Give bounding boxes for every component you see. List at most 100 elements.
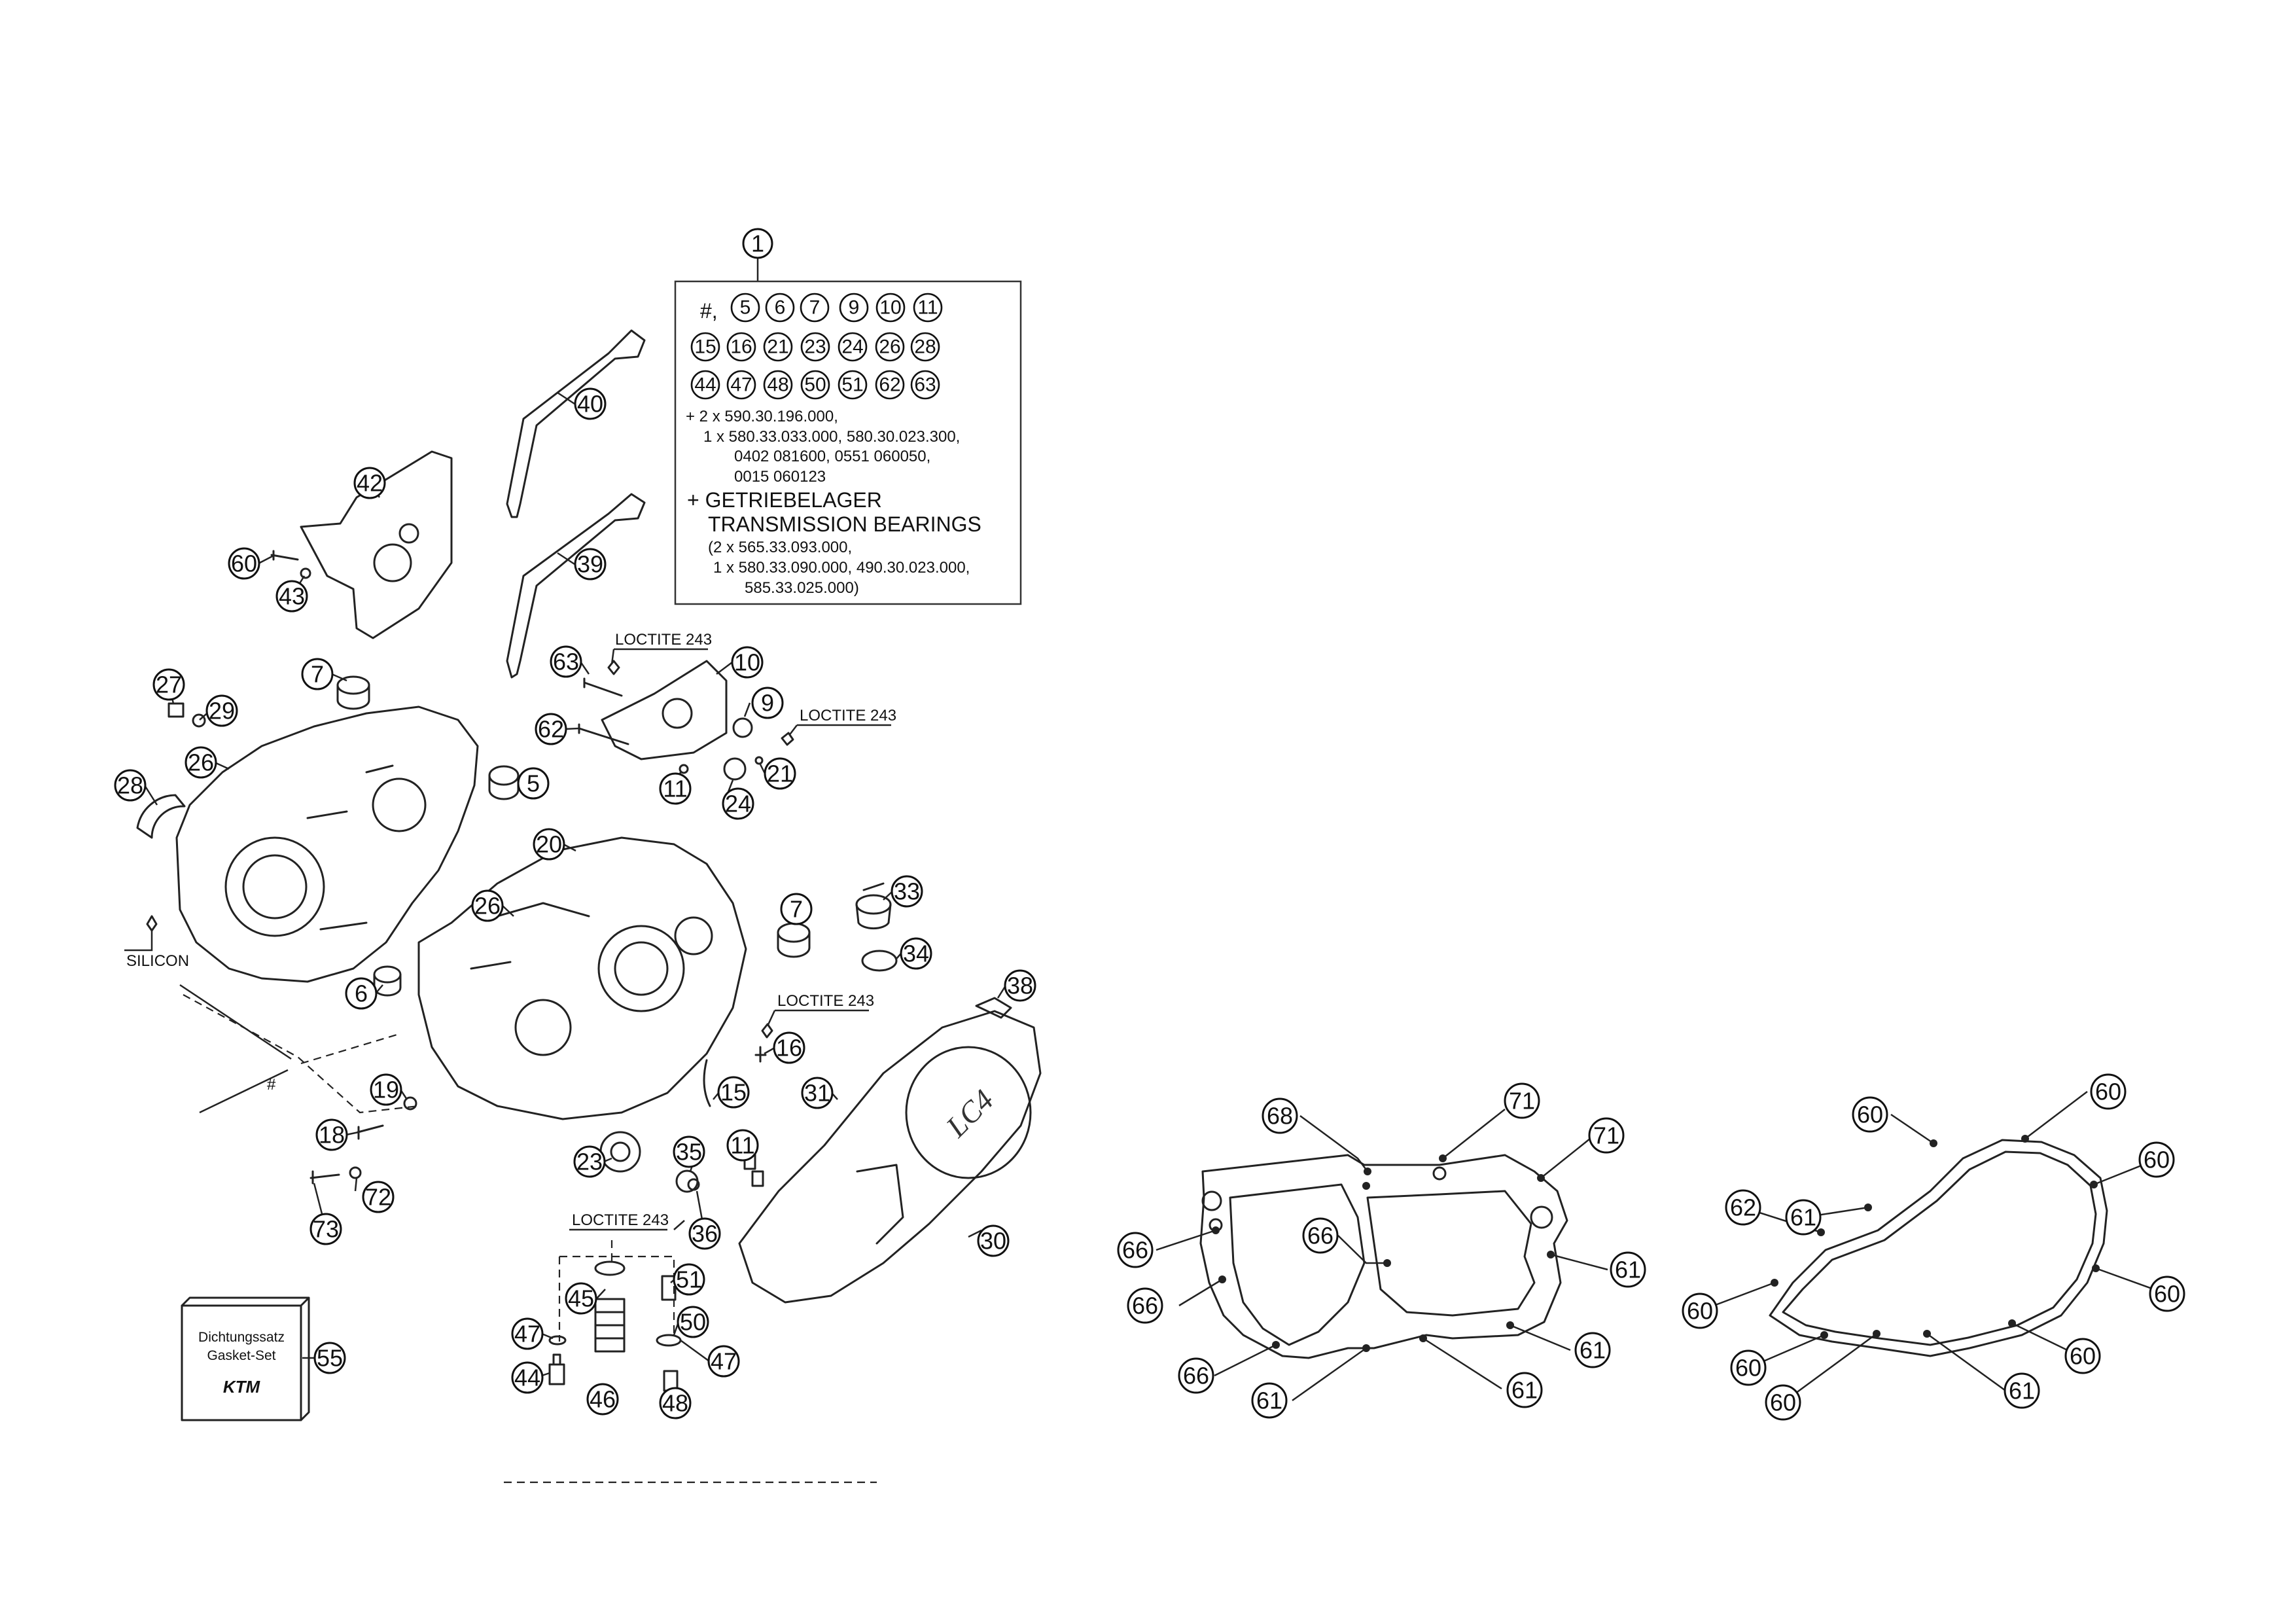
svg-text:60: 60 <box>1770 1389 1796 1416</box>
callout: 43 <box>275 580 308 613</box>
callout: 60 <box>2064 1338 2101 1374</box>
kit-item: 16 <box>730 336 752 358</box>
svg-text:62: 62 <box>1730 1194 1756 1221</box>
svg-text:24: 24 <box>725 791 751 817</box>
kit-item: 10 <box>879 297 901 319</box>
callout: 51 <box>673 1263 705 1296</box>
kit-item: 9 <box>849 297 860 319</box>
callout: 40 <box>574 387 607 420</box>
kit-note-line: + 2 x 590.30.196.000, <box>686 408 838 425</box>
svg-text:60: 60 <box>231 550 257 577</box>
svg-text:34: 34 <box>903 940 929 967</box>
callout: 45 <box>565 1282 597 1315</box>
callout: 61 <box>1574 1332 1611 1368</box>
kit-note-line: (2 x 565.33.093.000, <box>708 539 852 556</box>
kit-item: 11 <box>917 297 938 319</box>
svg-text:51: 51 <box>676 1266 702 1293</box>
callout: 10 <box>731 646 764 679</box>
kit-item: 7 <box>809 297 821 319</box>
svg-text:11: 11 <box>663 776 687 802</box>
svg-text:36: 36 <box>692 1221 718 1247</box>
svg-text:61: 61 <box>1256 1387 1282 1414</box>
callout: 33 <box>891 875 923 908</box>
svg-text:30: 30 <box>980 1228 1006 1255</box>
callout: 63 <box>550 645 582 678</box>
callout: 71 <box>1504 1082 1540 1119</box>
callout: 9 <box>751 687 784 719</box>
svg-text:LC4: LC4 <box>939 1083 1000 1144</box>
callout: 60 <box>1730 1349 1767 1386</box>
callout: 11 <box>726 1129 759 1162</box>
callout: 11 <box>659 772 692 805</box>
loctite-label: LOCTITE 243 <box>777 992 874 1010</box>
kit-note-line: 0402 081600, 0551 060050, <box>734 448 930 465</box>
callout: 66 <box>1178 1357 1214 1394</box>
svg-text:61: 61 <box>1790 1204 1816 1231</box>
svg-text:42: 42 <box>357 470 383 497</box>
svg-text:38: 38 <box>1007 972 1033 999</box>
loctite-label: LOCTITE 243 <box>800 707 896 724</box>
svg-text:20: 20 <box>536 831 562 858</box>
svg-text:47: 47 <box>514 1321 540 1347</box>
callout: 7 <box>780 893 813 925</box>
kit-item: 51 <box>841 374 863 396</box>
callout: 36 <box>688 1217 721 1250</box>
svg-text:60: 60 <box>2154 1281 2180 1308</box>
kit-note-title: TRANSMISSION BEARINGS <box>708 512 981 536</box>
svg-text:66: 66 <box>1307 1222 1333 1249</box>
callout: 20 <box>533 828 565 861</box>
svg-text:40: 40 <box>577 391 603 418</box>
svg-text:63: 63 <box>553 649 579 675</box>
callout: 61 <box>1610 1251 1646 1288</box>
kit-note-line: 0015 060123 <box>734 468 826 486</box>
kit-prefix: #, <box>700 299 718 323</box>
svg-text:23: 23 <box>576 1149 603 1175</box>
svg-text:60: 60 <box>2144 1147 2170 1173</box>
callout: 47 <box>511 1317 544 1350</box>
callout: 16 <box>773 1031 805 1064</box>
callout: 24 <box>722 787 754 820</box>
kit-item: 44 <box>694 374 716 396</box>
kit-item: 23 <box>804 336 826 358</box>
callout: 26 <box>471 889 504 922</box>
svg-text:66: 66 <box>1122 1237 1148 1264</box>
svg-text:61: 61 <box>2009 1378 2035 1404</box>
kit-note-line: 1 x 580.33.090.000, 490.30.023.000, <box>713 559 970 577</box>
callout: 5 <box>517 767 550 800</box>
svg-text:45: 45 <box>568 1285 594 1312</box>
callout: 15 <box>717 1076 750 1109</box>
svg-text:31: 31 <box>804 1080 830 1107</box>
svg-text:60: 60 <box>2095 1079 2121 1105</box>
svg-text:61: 61 <box>1580 1337 1606 1364</box>
callout: 72 <box>362 1181 395 1213</box>
callout: 30 <box>977 1224 1010 1257</box>
callout: 47 <box>707 1345 740 1378</box>
loctite-label: LOCTITE 243 <box>572 1211 669 1229</box>
svg-text:50: 50 <box>680 1309 706 1336</box>
callout: 6 <box>345 977 378 1010</box>
callout: 55 <box>313 1342 346 1374</box>
callout: 27 <box>152 668 185 701</box>
kit-item: 26 <box>879 336 900 358</box>
callout: 68 <box>1262 1097 1298 1134</box>
kit-item: 21 <box>767 336 788 358</box>
callout: 60 <box>1765 1384 1801 1421</box>
svg-text:60: 60 <box>1857 1101 1883 1128</box>
callout: 44 <box>511 1361 544 1394</box>
callout: 7 <box>301 658 334 690</box>
callout: 29 <box>205 694 238 727</box>
callout: 26 <box>185 746 217 779</box>
ktm-logo: KTM <box>223 1377 261 1397</box>
svg-text:7: 7 <box>790 896 803 923</box>
svg-text:18: 18 <box>319 1122 345 1149</box>
svg-text:47: 47 <box>711 1348 737 1375</box>
svg-text:26: 26 <box>188 749 214 776</box>
svg-text:71: 71 <box>1509 1088 1535 1115</box>
kit-item: 5 <box>740 297 751 319</box>
callout: 46 <box>586 1383 619 1416</box>
svg-text:68: 68 <box>1267 1103 1293 1130</box>
callout: 60 <box>2138 1141 2175 1178</box>
callout: 60 <box>1852 1096 1888 1133</box>
silicon-label: SILICON <box>126 952 189 970</box>
svg-text:60: 60 <box>1735 1355 1761 1382</box>
